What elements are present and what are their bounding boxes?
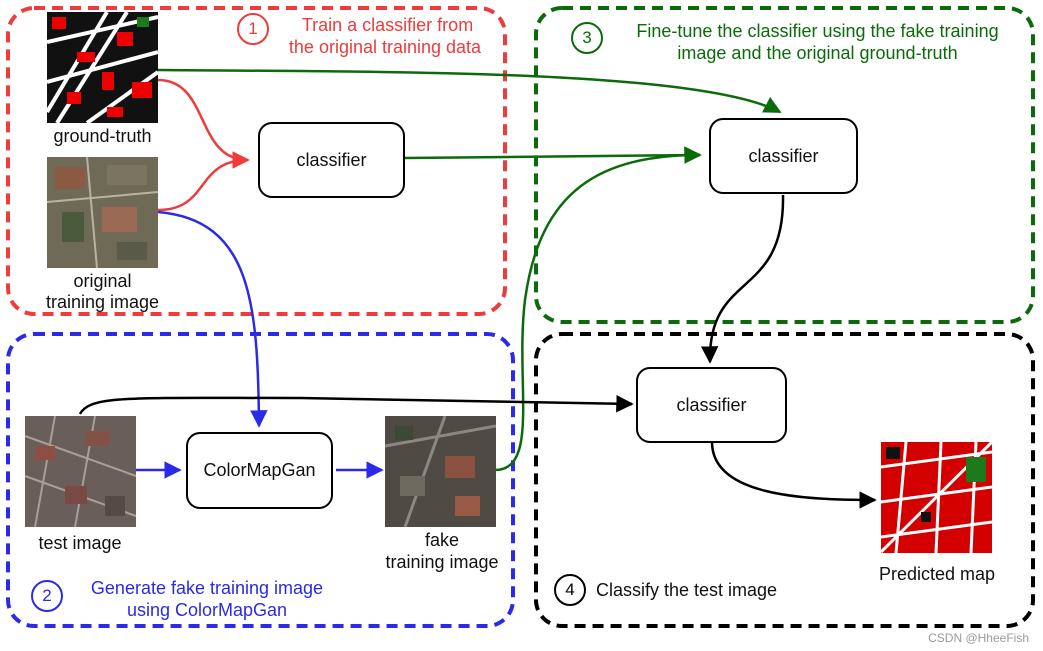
ground-truth-image	[47, 12, 158, 123]
original-training-label-line2: training image	[45, 292, 160, 312]
arrow-original-to-colormapgan	[157, 210, 268, 428]
arrow-classifier-to-finetune	[404, 146, 702, 164]
classifier-train-node: classifier	[258, 122, 405, 198]
section-3-frame	[534, 6, 1035, 324]
fake-training-label-line2: training image	[385, 552, 499, 572]
arrow-testclassifier-to-map	[710, 441, 877, 509]
arrow-test-to-testclassifier	[78, 394, 634, 415]
colormapgan-node: ColorMapGan	[186, 432, 333, 509]
fake-training-label-line1: fake	[424, 530, 460, 550]
section-4-number: 4	[554, 574, 586, 606]
test-image	[25, 416, 136, 527]
section-3-caption-line2: image and the original ground-truth	[677, 43, 958, 63]
section-1-frame	[6, 6, 507, 316]
arrow-fake-to-finetune	[494, 146, 702, 472]
section-1-caption-line1: Train a classifier from	[301, 15, 474, 35]
section-2-frame	[6, 332, 515, 628]
original-training-image	[47, 157, 158, 268]
arrow-finetune-to-testclassifier	[700, 194, 785, 364]
ground-truth-label: ground-truth	[53, 126, 152, 146]
original-training-label-line1: original	[73, 271, 132, 291]
classifier-test-node: classifier	[636, 367, 787, 443]
fake-training-image	[385, 416, 496, 527]
test-image-label: test image	[38, 533, 122, 553]
section-2-caption-line2: using ColorMapGan	[126, 600, 288, 620]
arrow-original-to-classifier	[157, 151, 250, 212]
watermark: CSDN @HheeFish	[928, 631, 1029, 645]
section-2-number: 2	[31, 580, 63, 612]
section-1-number: 1	[237, 13, 269, 45]
section-3-caption-line1: Fine-tune the classifier using the fake …	[636, 21, 999, 41]
section-4-frame	[534, 332, 1035, 628]
predicted-map-image	[881, 442, 992, 553]
classifier-finetune-node: classifier	[709, 118, 858, 194]
predicted-map-label: Predicted map	[878, 564, 996, 584]
section-4-caption: Classify the test image	[596, 580, 778, 600]
arrow-groundtruth-to-classifier	[157, 78, 250, 169]
arrow-groundtruth-to-finetune	[157, 68, 782, 114]
section-2-caption-line1: Generate fake training image	[90, 578, 324, 598]
section-1-caption-line2: the original training data	[288, 37, 482, 57]
section-3-number: 3	[571, 22, 603, 54]
